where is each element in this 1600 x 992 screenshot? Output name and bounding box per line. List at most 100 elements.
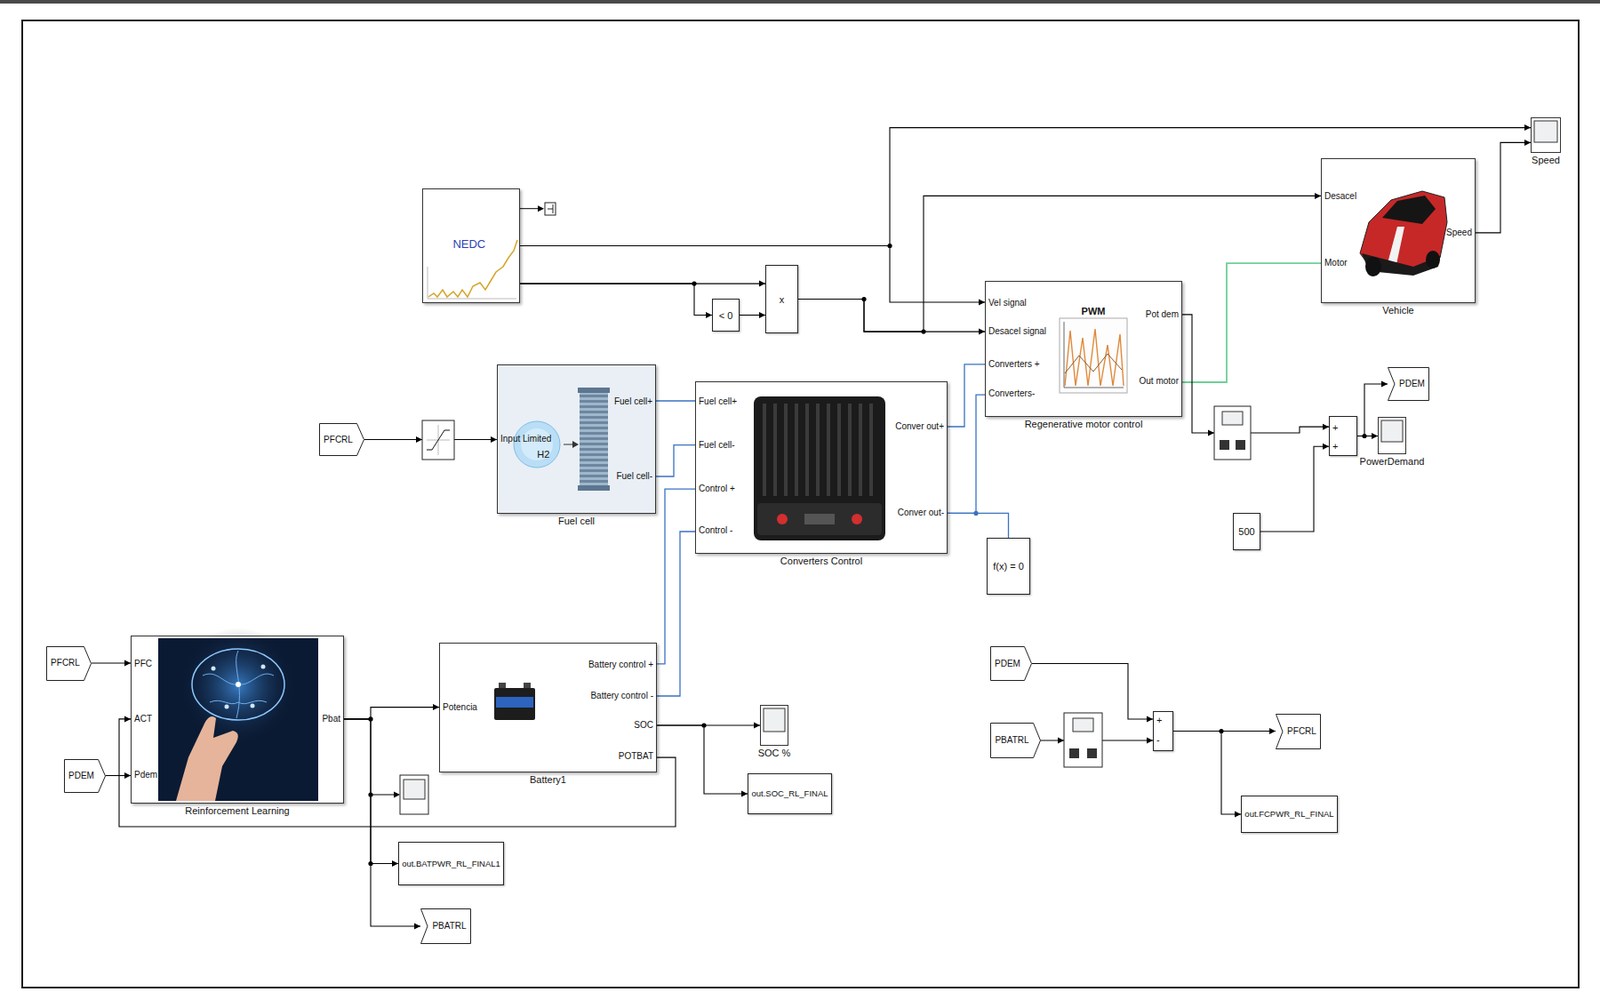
terminator xyxy=(520,202,556,216)
connector-path xyxy=(947,364,985,427)
subsystem-block: PotenciaBattery control +Battery control… xyxy=(439,642,657,773)
connector-path xyxy=(798,299,985,333)
rate-icon xyxy=(1222,411,1243,425)
signal-line xyxy=(798,299,985,336)
block-name: Speed xyxy=(1531,154,1560,167)
function-block: ++ xyxy=(1328,416,1358,456)
physical-connection xyxy=(656,400,696,402)
to-workspace-block: out.FCPWR_RL_FINAL xyxy=(1240,795,1338,833)
signal-line xyxy=(344,704,440,720)
physical-connection xyxy=(947,512,1009,538)
block-text: PBATRL xyxy=(432,920,466,932)
tag-shape xyxy=(64,759,106,792)
scope-screen xyxy=(1534,120,1558,143)
signal-line xyxy=(656,725,748,798)
junction-dot xyxy=(701,722,706,728)
battery-body xyxy=(494,688,536,720)
physical-connection xyxy=(656,488,696,664)
physical-connection xyxy=(656,445,696,477)
scope-ground xyxy=(1377,416,1407,455)
scope-screen xyxy=(403,779,425,800)
port-label: Out motor xyxy=(1139,376,1179,388)
rate-icon xyxy=(1069,748,1080,759)
hydrogen-circle xyxy=(520,428,553,461)
scope-screen xyxy=(1381,420,1403,442)
signal-line xyxy=(91,660,131,667)
arrowhead xyxy=(1371,432,1378,440)
port-label: Control + xyxy=(698,483,736,495)
brain-outline xyxy=(192,648,285,720)
stack xyxy=(579,391,608,488)
rate-box xyxy=(1214,406,1251,460)
block-name: Regenerative motor control xyxy=(1024,418,1144,431)
connector-path xyxy=(1173,731,1241,816)
subsystem-block: Vel signalDesacel signalConverters +Conv… xyxy=(984,280,1183,417)
from-tag: PFCRL xyxy=(319,423,365,456)
port-label: Desacel signal xyxy=(988,327,1047,338)
junction-dot xyxy=(973,511,978,516)
block-text: out.BATPWR_RL_FINAL1 xyxy=(401,858,501,869)
physical-connection xyxy=(947,364,985,427)
block-text: PFCRL xyxy=(50,657,80,669)
arrowhead xyxy=(753,722,760,729)
rl-glow xyxy=(179,627,297,745)
mechanical-connection xyxy=(1182,263,1321,383)
block-name: Converters Control xyxy=(780,555,863,568)
battery-terminal xyxy=(498,682,506,688)
port-label: Conver out+ xyxy=(895,422,944,433)
graph-frame xyxy=(1059,318,1128,393)
signal-line xyxy=(739,312,766,319)
port-label: Converters- xyxy=(988,389,1035,400)
arrowhead xyxy=(759,280,766,288)
block-text: out.SOC_RL_FINAL xyxy=(751,789,828,800)
stack-end xyxy=(577,387,610,393)
function-block: f(x) = 0 xyxy=(986,537,1031,595)
flow-arrow xyxy=(572,440,579,448)
arrowhead xyxy=(1234,811,1241,818)
port-label: Motor xyxy=(1324,257,1348,269)
pwm-graph xyxy=(1059,318,1128,393)
arrowhead xyxy=(759,312,766,319)
junction-dot xyxy=(1361,433,1367,439)
connector-path xyxy=(520,283,766,285)
terminal xyxy=(851,513,863,525)
rate-icon xyxy=(1235,440,1246,450)
arrowhead xyxy=(124,660,131,667)
car-wheel xyxy=(1425,250,1440,269)
arrowhead xyxy=(978,299,985,306)
function-block: x xyxy=(765,264,799,334)
port-label: Pbat xyxy=(321,713,341,725)
brain-node xyxy=(224,704,230,710)
function-block: < 0 xyxy=(712,298,740,332)
block-text: PDEM xyxy=(1399,378,1425,390)
panel-plate xyxy=(804,513,835,525)
connector-path xyxy=(656,531,696,696)
rate-icon xyxy=(1219,440,1230,450)
arrowhead xyxy=(124,715,131,722)
signal-line xyxy=(520,246,985,306)
arrowhead xyxy=(537,205,544,212)
port-label: Conver out- xyxy=(897,507,944,519)
converter-body xyxy=(753,396,886,541)
tag-shape xyxy=(320,424,365,456)
connector-path xyxy=(656,725,748,794)
arrowhead xyxy=(1269,728,1276,735)
physical-connection xyxy=(656,531,696,696)
block-text: PFCRL xyxy=(1287,726,1317,737)
from-tag: PBATRL xyxy=(990,722,1041,759)
junction-dots xyxy=(368,243,1367,866)
car-roof xyxy=(1382,195,1436,224)
battery-illustration xyxy=(494,682,536,720)
tag-shape xyxy=(421,909,472,944)
scope-ground xyxy=(760,704,789,746)
block-text: f(x) = 0 xyxy=(992,560,1024,573)
port-label: Pdem xyxy=(134,769,158,781)
subsystem-block: Fuel cell+Fuel cell-Control +Control -Co… xyxy=(695,381,948,554)
arrowhead xyxy=(416,436,423,443)
graph-axis xyxy=(1064,321,1124,388)
junction-dot xyxy=(691,281,696,287)
junction-dot xyxy=(368,716,373,721)
junction-dot xyxy=(368,792,373,797)
connector-path xyxy=(1032,664,1153,720)
